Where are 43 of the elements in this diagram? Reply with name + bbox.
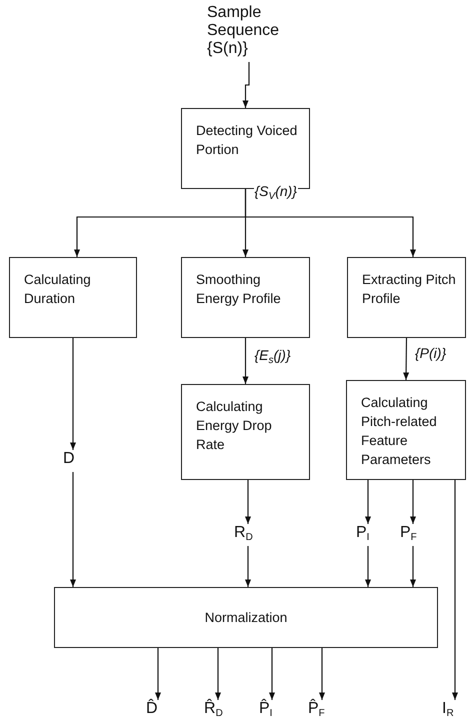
box-label: Calculating Energy Drop Rate — [196, 398, 273, 454]
edge-label: {E$_{s}$(j)} — [254, 347, 292, 366]
box-label: Extracting Pitch Profile — [362, 271, 457, 308]
arrow — [242, 338, 249, 384]
process-box — [346, 380, 466, 480]
box-label: Smoothing Energy Profile — [196, 271, 282, 308]
signal-label: P$_{F}$ — [400, 524, 428, 546]
arrow — [244, 480, 252, 524]
signal-label: I$_{R}$ — [442, 700, 468, 724]
arrow — [452, 480, 458, 700]
box-label: Calculating Pitch-related Feature Parameters — [361, 394, 438, 469]
signal-label: P̂$_{I}$ — [259, 700, 287, 724]
arrow — [403, 338, 410, 380]
signal-label: Sample Sequence {S(n)} — [207, 4, 291, 62]
arrow — [410, 480, 416, 524]
signal-label: P̂$_{F}$ — [308, 700, 336, 724]
arrow — [214, 648, 222, 700]
edge-label: {S$_{V}$(n)} — [254, 183, 298, 202]
box-label: Calculating Duration — [24, 271, 92, 308]
arrow — [244, 189, 416, 257]
arrow — [364, 546, 372, 587]
arrow — [70, 472, 76, 587]
box-label: Normalization — [204, 609, 288, 627]
signal-label: D̂ — [146, 700, 170, 724]
signal-label: R̂$_{D}$ — [204, 700, 234, 724]
signal-label: D — [63, 450, 87, 472]
arrow — [410, 546, 416, 587]
arrow — [154, 648, 162, 700]
signal-label: R$_{D}$ — [234, 524, 264, 546]
process-box — [181, 384, 310, 480]
process-box — [181, 257, 310, 338]
box-label: Detecting Voiced Portion — [196, 122, 298, 159]
signal-label: P$_{I}$ — [356, 524, 382, 546]
arrow — [318, 648, 326, 700]
process-box — [54, 587, 438, 648]
edge-label: {P(i)} — [414, 345, 448, 361]
arrow — [242, 62, 250, 108]
arrow — [268, 648, 276, 700]
process-box — [9, 257, 137, 338]
process-box — [347, 257, 466, 338]
arrow — [364, 480, 372, 524]
arrow — [70, 338, 76, 450]
arrow — [244, 546, 252, 587]
